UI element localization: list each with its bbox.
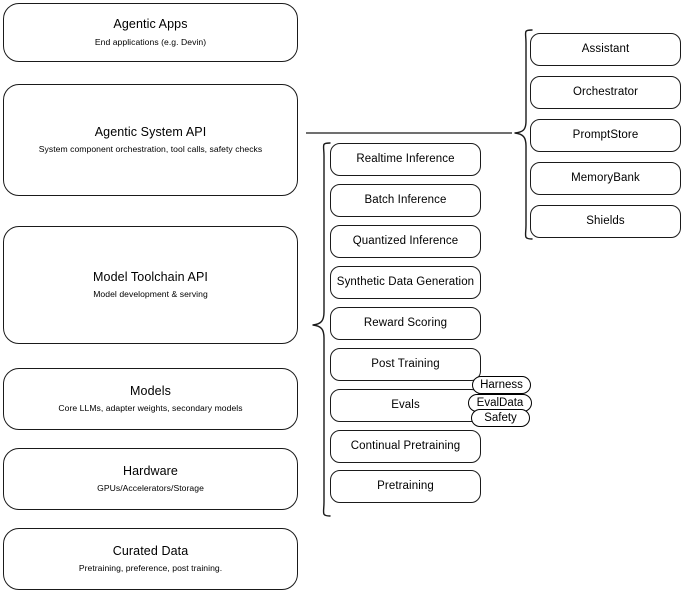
component-evals[interactable]: Evals xyxy=(330,389,481,422)
component-assistant-label: Assistant xyxy=(581,43,630,56)
component-continual-pretraining[interactable]: Continual Pretraining xyxy=(330,430,481,463)
component-promptstore[interactable]: PromptStore xyxy=(530,119,681,152)
layer-agentic-apps[interactable]: Agentic Apps End applications (e.g. Devi… xyxy=(3,3,298,62)
brace-agentic-system xyxy=(508,27,538,243)
layer-agentic-system-api[interactable]: Agentic System API System component orch… xyxy=(3,84,298,196)
badge-harness[interactable]: Harness xyxy=(472,376,531,394)
layer-hardware[interactable]: Hardware GPUs/Accelerators/Storage xyxy=(3,448,298,510)
component-promptstore-label: PromptStore xyxy=(572,129,639,142)
component-shields[interactable]: Shields xyxy=(530,205,681,238)
connector-system-api-line xyxy=(298,120,524,146)
layer-hardware-title: Hardware xyxy=(123,463,178,478)
component-orchestrator-label: Orchestrator xyxy=(572,86,639,99)
component-evals-label: Evals xyxy=(391,399,420,412)
layer-models-title: Models xyxy=(130,383,171,398)
badge-harness-label: Harness xyxy=(480,379,523,391)
layer-agentic-apps-subtitle: End applications (e.g. Devin) xyxy=(94,36,207,47)
badge-evaldata[interactable]: EvalData xyxy=(468,394,532,412)
layer-models[interactable]: Models Core LLMs, adapter weights, secon… xyxy=(3,368,298,430)
layer-model-toolchain-api[interactable]: Model Toolchain API Model development & … xyxy=(3,226,298,344)
component-pretraining[interactable]: Pretraining xyxy=(330,470,481,503)
component-shields-label: Shields xyxy=(586,215,625,228)
layer-agentic-system-api-title: Agentic System API xyxy=(94,124,207,139)
component-orchestrator[interactable]: Orchestrator xyxy=(530,76,681,109)
component-reward-scoring[interactable]: Reward Scoring xyxy=(330,307,481,340)
component-post-training-label: Post Training xyxy=(371,358,440,371)
component-realtime-inference[interactable]: Realtime Inference xyxy=(330,143,481,176)
layer-model-toolchain-api-title: Model Toolchain API xyxy=(93,269,208,284)
component-memorybank[interactable]: MemoryBank xyxy=(530,162,681,195)
component-quantized-inference-label: Quantized Inference xyxy=(352,235,459,248)
layer-hardware-subtitle: GPUs/Accelerators/Storage xyxy=(97,483,204,494)
component-pretraining-label: Pretraining xyxy=(377,480,434,493)
badge-evaldata-label: EvalData xyxy=(476,397,524,409)
component-memorybank-label: MemoryBank xyxy=(571,172,640,185)
component-batch-inference-label: Batch Inference xyxy=(364,194,447,207)
component-assistant[interactable]: Assistant xyxy=(530,33,681,66)
component-post-training[interactable]: Post Training xyxy=(330,348,481,381)
component-synthetic-data-generation[interactable]: Synthetic Data Generation xyxy=(330,266,481,299)
component-batch-inference[interactable]: Batch Inference xyxy=(330,184,481,217)
badge-safety[interactable]: Safety xyxy=(471,409,530,427)
layer-curated-data-subtitle: Pretraining, preference, post training. xyxy=(78,563,223,574)
badge-safety-label: Safety xyxy=(484,412,517,424)
component-quantized-inference[interactable]: Quantized Inference xyxy=(330,225,481,258)
layer-curated-data[interactable]: Curated Data Pretraining, preference, po… xyxy=(3,528,298,590)
component-continual-pretraining-label: Continual Pretraining xyxy=(350,440,461,453)
layer-model-toolchain-api-subtitle: Model development & serving xyxy=(93,289,208,300)
layer-models-subtitle: Core LLMs, adapter weights, secondary mo… xyxy=(58,403,243,414)
layer-agentic-apps-title: Agentic Apps xyxy=(113,17,188,32)
brace-model-toolchain xyxy=(303,140,333,520)
layer-agentic-system-api-subtitle: System component orchestration, tool cal… xyxy=(38,144,263,155)
component-realtime-inference-label: Realtime Inference xyxy=(356,153,455,166)
layer-curated-data-title: Curated Data xyxy=(112,543,189,558)
component-reward-scoring-label: Reward Scoring xyxy=(363,317,448,330)
component-synthetic-data-generation-label: Synthetic Data Generation xyxy=(336,276,475,289)
